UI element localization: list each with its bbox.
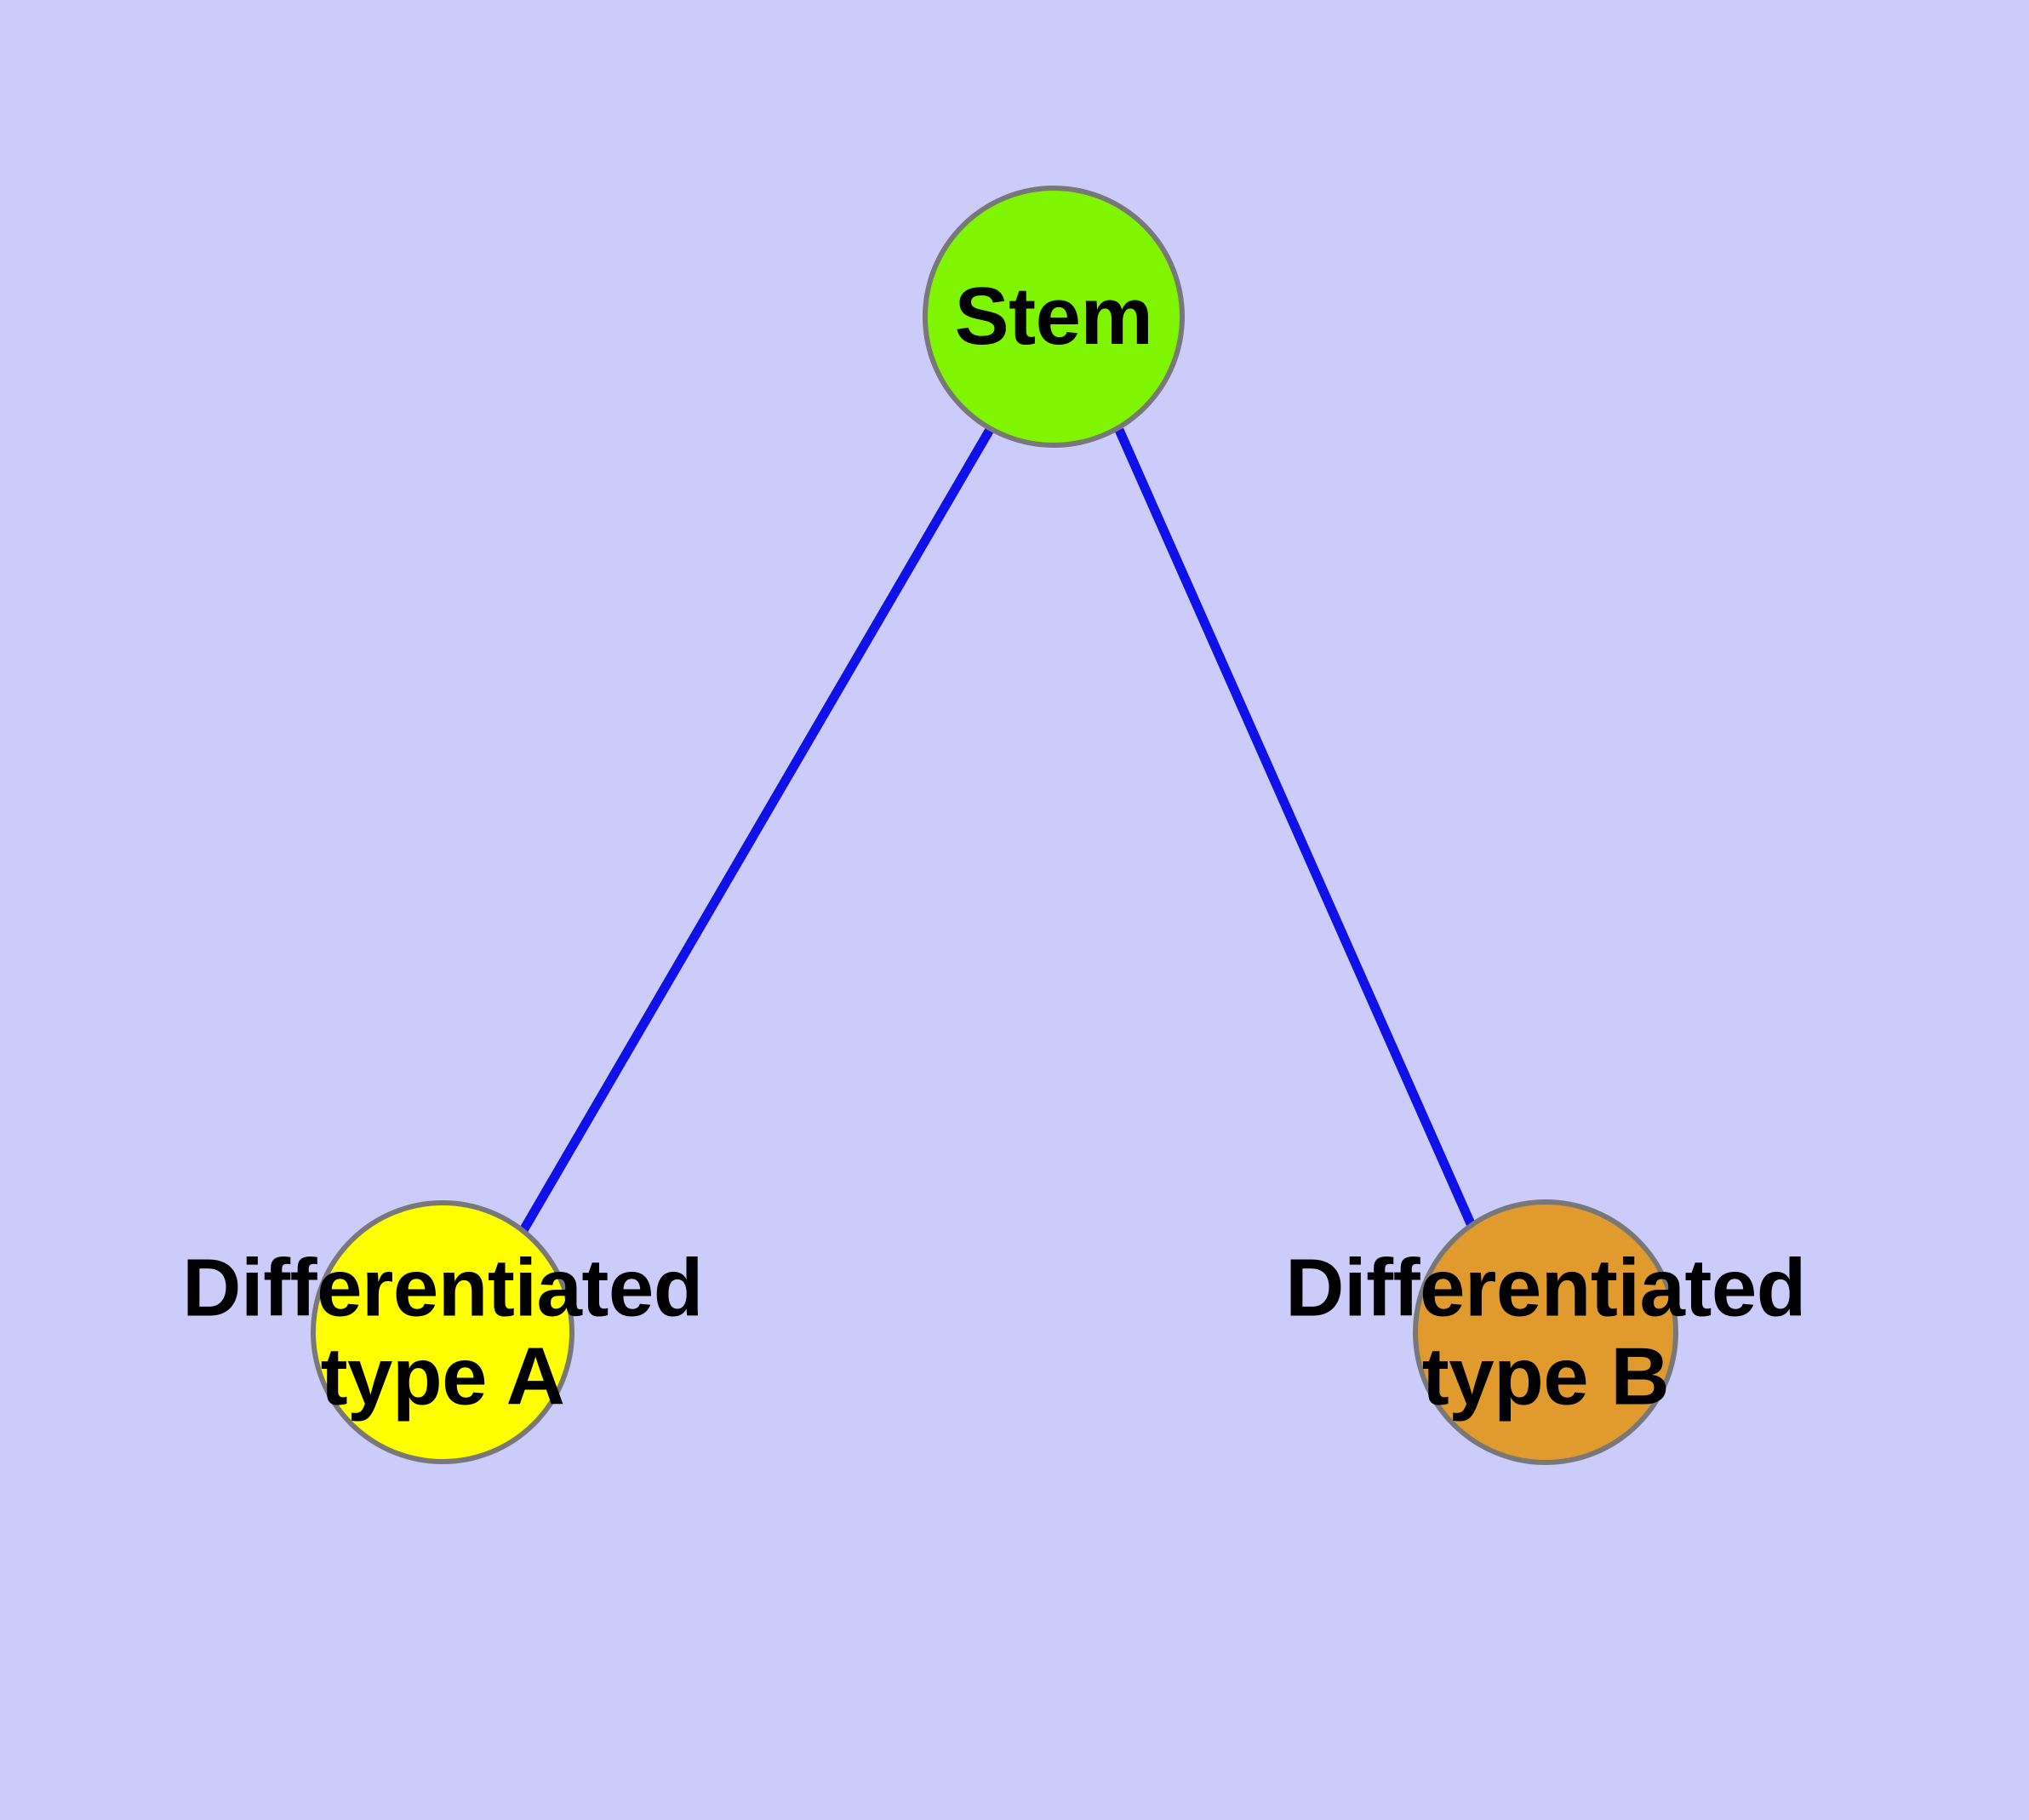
node-differentiated-type-b[interactable] bbox=[1413, 1199, 1678, 1465]
node-layer bbox=[311, 186, 1678, 1465]
node-differentiated-type-a[interactable] bbox=[311, 1200, 574, 1464]
node-stem[interactable] bbox=[923, 186, 1185, 448]
edge-layer bbox=[518, 426, 1477, 1234]
edge-stem-to-differentiated-type-a[interactable] bbox=[518, 426, 995, 1234]
edge-stem-to-differentiated-type-b[interactable] bbox=[1114, 427, 1477, 1230]
